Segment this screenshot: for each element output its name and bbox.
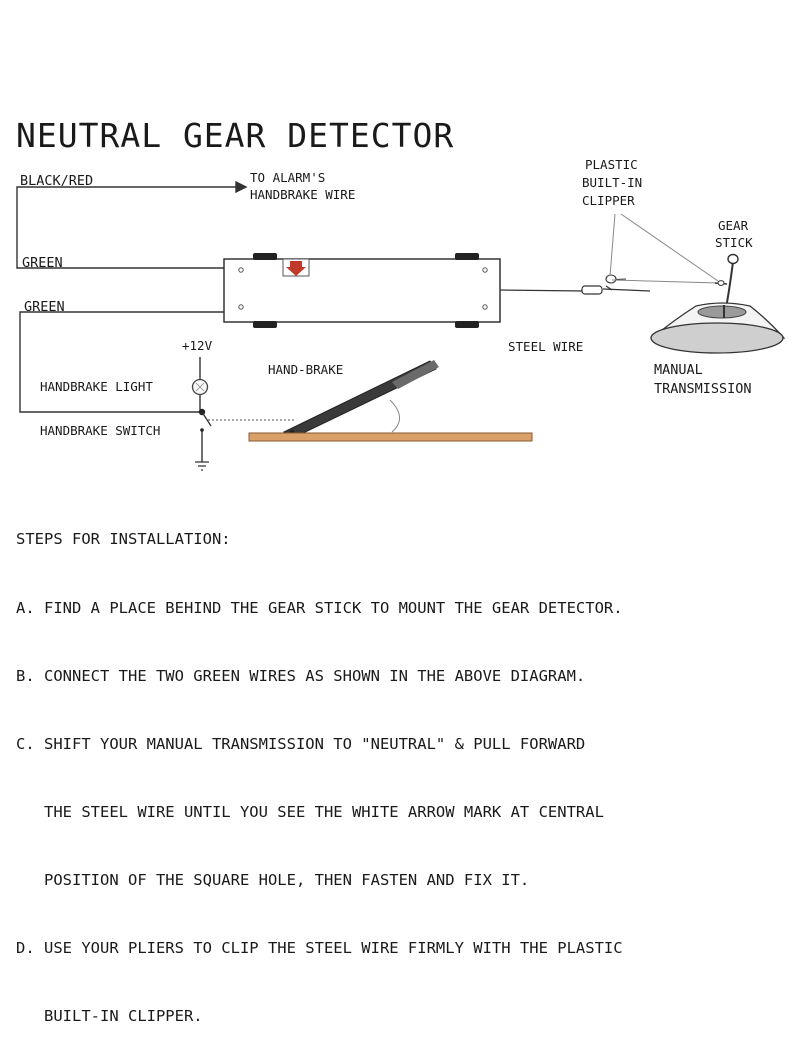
arrow-mark-icon xyxy=(286,261,306,276)
handbrake-light-icon xyxy=(191,378,209,396)
step-line: D. USE YOUR PLIERS TO CLIP THE STEEL WIR… xyxy=(16,939,623,958)
black-red-wire xyxy=(16,180,248,208)
gear-detector-box xyxy=(223,253,501,328)
green-wire-bottom xyxy=(19,311,224,413)
plastic-clipper xyxy=(605,274,627,291)
handbrake-switch-icon xyxy=(195,408,212,471)
step-line: B. CONNECT THE TWO GREEN WIRES AS SHOWN … xyxy=(16,666,586,685)
label-black-red: BLACK/RED xyxy=(20,173,94,189)
steps-heading: STEPS FOR INSTALLATION: xyxy=(16,530,231,549)
label-handbrake-light: HANDBRAKE LIGHT xyxy=(40,379,153,394)
label-gear-line2: STICK xyxy=(715,235,753,250)
label-handbrake-switch: HANDBRAKE SWITCH xyxy=(40,423,161,438)
steel-wire xyxy=(499,288,651,292)
page-title: NEUTRAL GEAR DETECTOR xyxy=(16,116,455,155)
installation-steps: STEPS FOR INSTALLATION: A. FIND A PLACE … xyxy=(16,483,623,1051)
step-line: C. SHIFT YOUR MANUAL TRANSMISSION TO "NE… xyxy=(16,734,586,753)
green-wire-top xyxy=(16,208,224,269)
label-manual-line2: TRANSMISSION xyxy=(654,381,752,397)
label-steel-wire: STEEL WIRE xyxy=(508,339,584,354)
wiring-diagram xyxy=(16,180,786,471)
label-hand-brake: HAND-BRAKE xyxy=(268,362,344,377)
label-plus-12v: +12V xyxy=(182,338,213,353)
label-alarm-line2: HANDBRAKE WIRE xyxy=(250,187,356,202)
label-green-bottom: GREEN xyxy=(24,299,65,315)
label-alarm-line1: TO ALARM'S xyxy=(250,170,326,185)
step-line: POSITION OF THE SQUARE HOLE, THEN FASTEN… xyxy=(16,870,530,889)
label-plastic-line2: BUILT-IN xyxy=(582,175,643,190)
step-line: THE STEEL WIRE UNTIL YOU SEE THE WHITE A… xyxy=(16,802,604,821)
label-plastic-line1: PLASTIC xyxy=(585,157,638,172)
clipper-leader-lines xyxy=(609,213,719,284)
label-manual-line1: MANUAL xyxy=(654,362,703,378)
steel-wire-connector xyxy=(581,285,603,295)
manual-transmission-icon xyxy=(650,302,786,354)
label-plastic-line3: CLIPPER xyxy=(582,193,635,208)
step-line: BUILT-IN CLIPPER. xyxy=(16,1007,203,1026)
floor-board xyxy=(248,432,533,442)
label-green-top: GREEN xyxy=(22,255,63,271)
step-line: A. FIND A PLACE BEHIND THE GEAR STICK TO… xyxy=(16,598,623,617)
label-gear-line1: GEAR xyxy=(718,218,749,233)
